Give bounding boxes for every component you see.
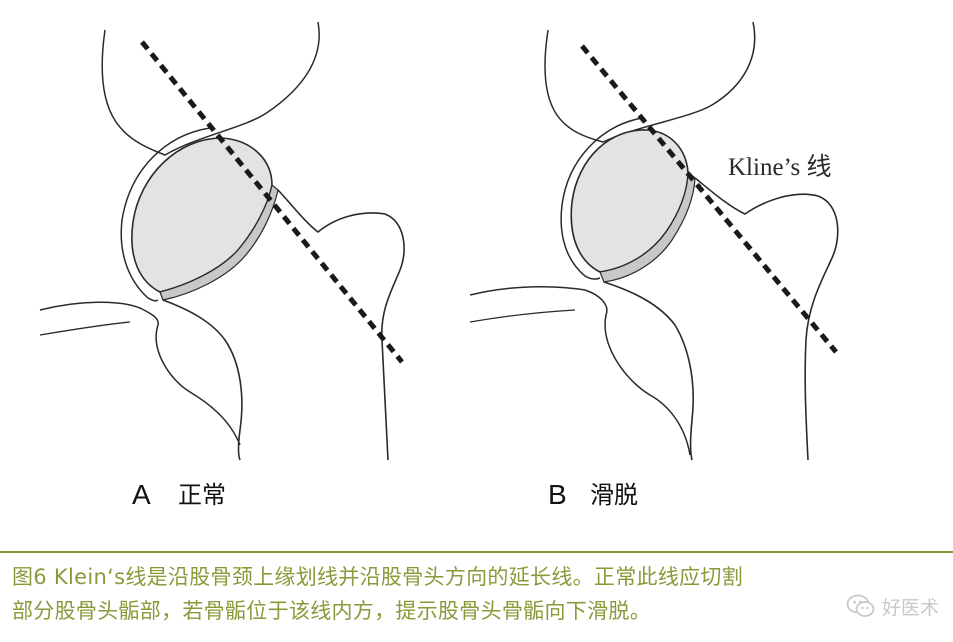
caption-line-1: 图6 Klein‘s线是沿股骨颈上缘划线并沿股骨头方向的延长线。正常此线应切割 bbox=[12, 565, 744, 589]
acetabulum-outline bbox=[544, 21, 756, 143]
panel-a-label: 正常 bbox=[178, 481, 226, 509]
panel-slipped: Kline’s 线 bbox=[469, 21, 953, 461]
klein-line-normal bbox=[140, 40, 404, 364]
caption-divider bbox=[0, 551, 953, 553]
diagram-figure: Kline’s 线 A 正常 B 滑脱 bbox=[39, 21, 953, 510]
kline-annotation: Kline’s 线 bbox=[728, 153, 831, 181]
panel-b-letter: B bbox=[548, 479, 567, 510]
pubis-outline bbox=[469, 309, 576, 323]
panel-b-label: 滑脱 bbox=[590, 481, 638, 509]
acetabular-cup bbox=[120, 127, 211, 302]
panel-normal bbox=[39, 21, 405, 461]
acetabulum-outline bbox=[101, 21, 320, 156]
klein-line-slipped bbox=[580, 44, 838, 354]
acetabular-cup bbox=[560, 117, 643, 280]
watermark: 好医术 bbox=[846, 590, 939, 622]
crop-mask bbox=[842, 140, 953, 190]
femoral-neck-upper bbox=[277, 189, 405, 461]
wechat-icon bbox=[846, 594, 875, 617]
femoral-neck-upper bbox=[694, 177, 839, 461]
panel-a-letter: A bbox=[132, 479, 151, 510]
caption-line-2: 部分股骨头骺部，若骨骺位于该线内方，提示股骨头骨骺向下滑脱。 bbox=[12, 599, 651, 623]
femoral-neck-lower bbox=[603, 281, 695, 461]
femoral-neck-lower bbox=[162, 299, 243, 461]
ischium-outline bbox=[39, 301, 241, 446]
femoral-head bbox=[131, 137, 273, 293]
watermark-text: 好医术 bbox=[881, 596, 939, 619]
ischium-outline bbox=[469, 286, 691, 456]
figure-caption: 图6 Klein‘s线是沿股骨颈上缘划线并沿股骨头方向的延长线。正常此线应切割 … bbox=[12, 560, 812, 628]
pubis-outline bbox=[39, 321, 131, 336]
